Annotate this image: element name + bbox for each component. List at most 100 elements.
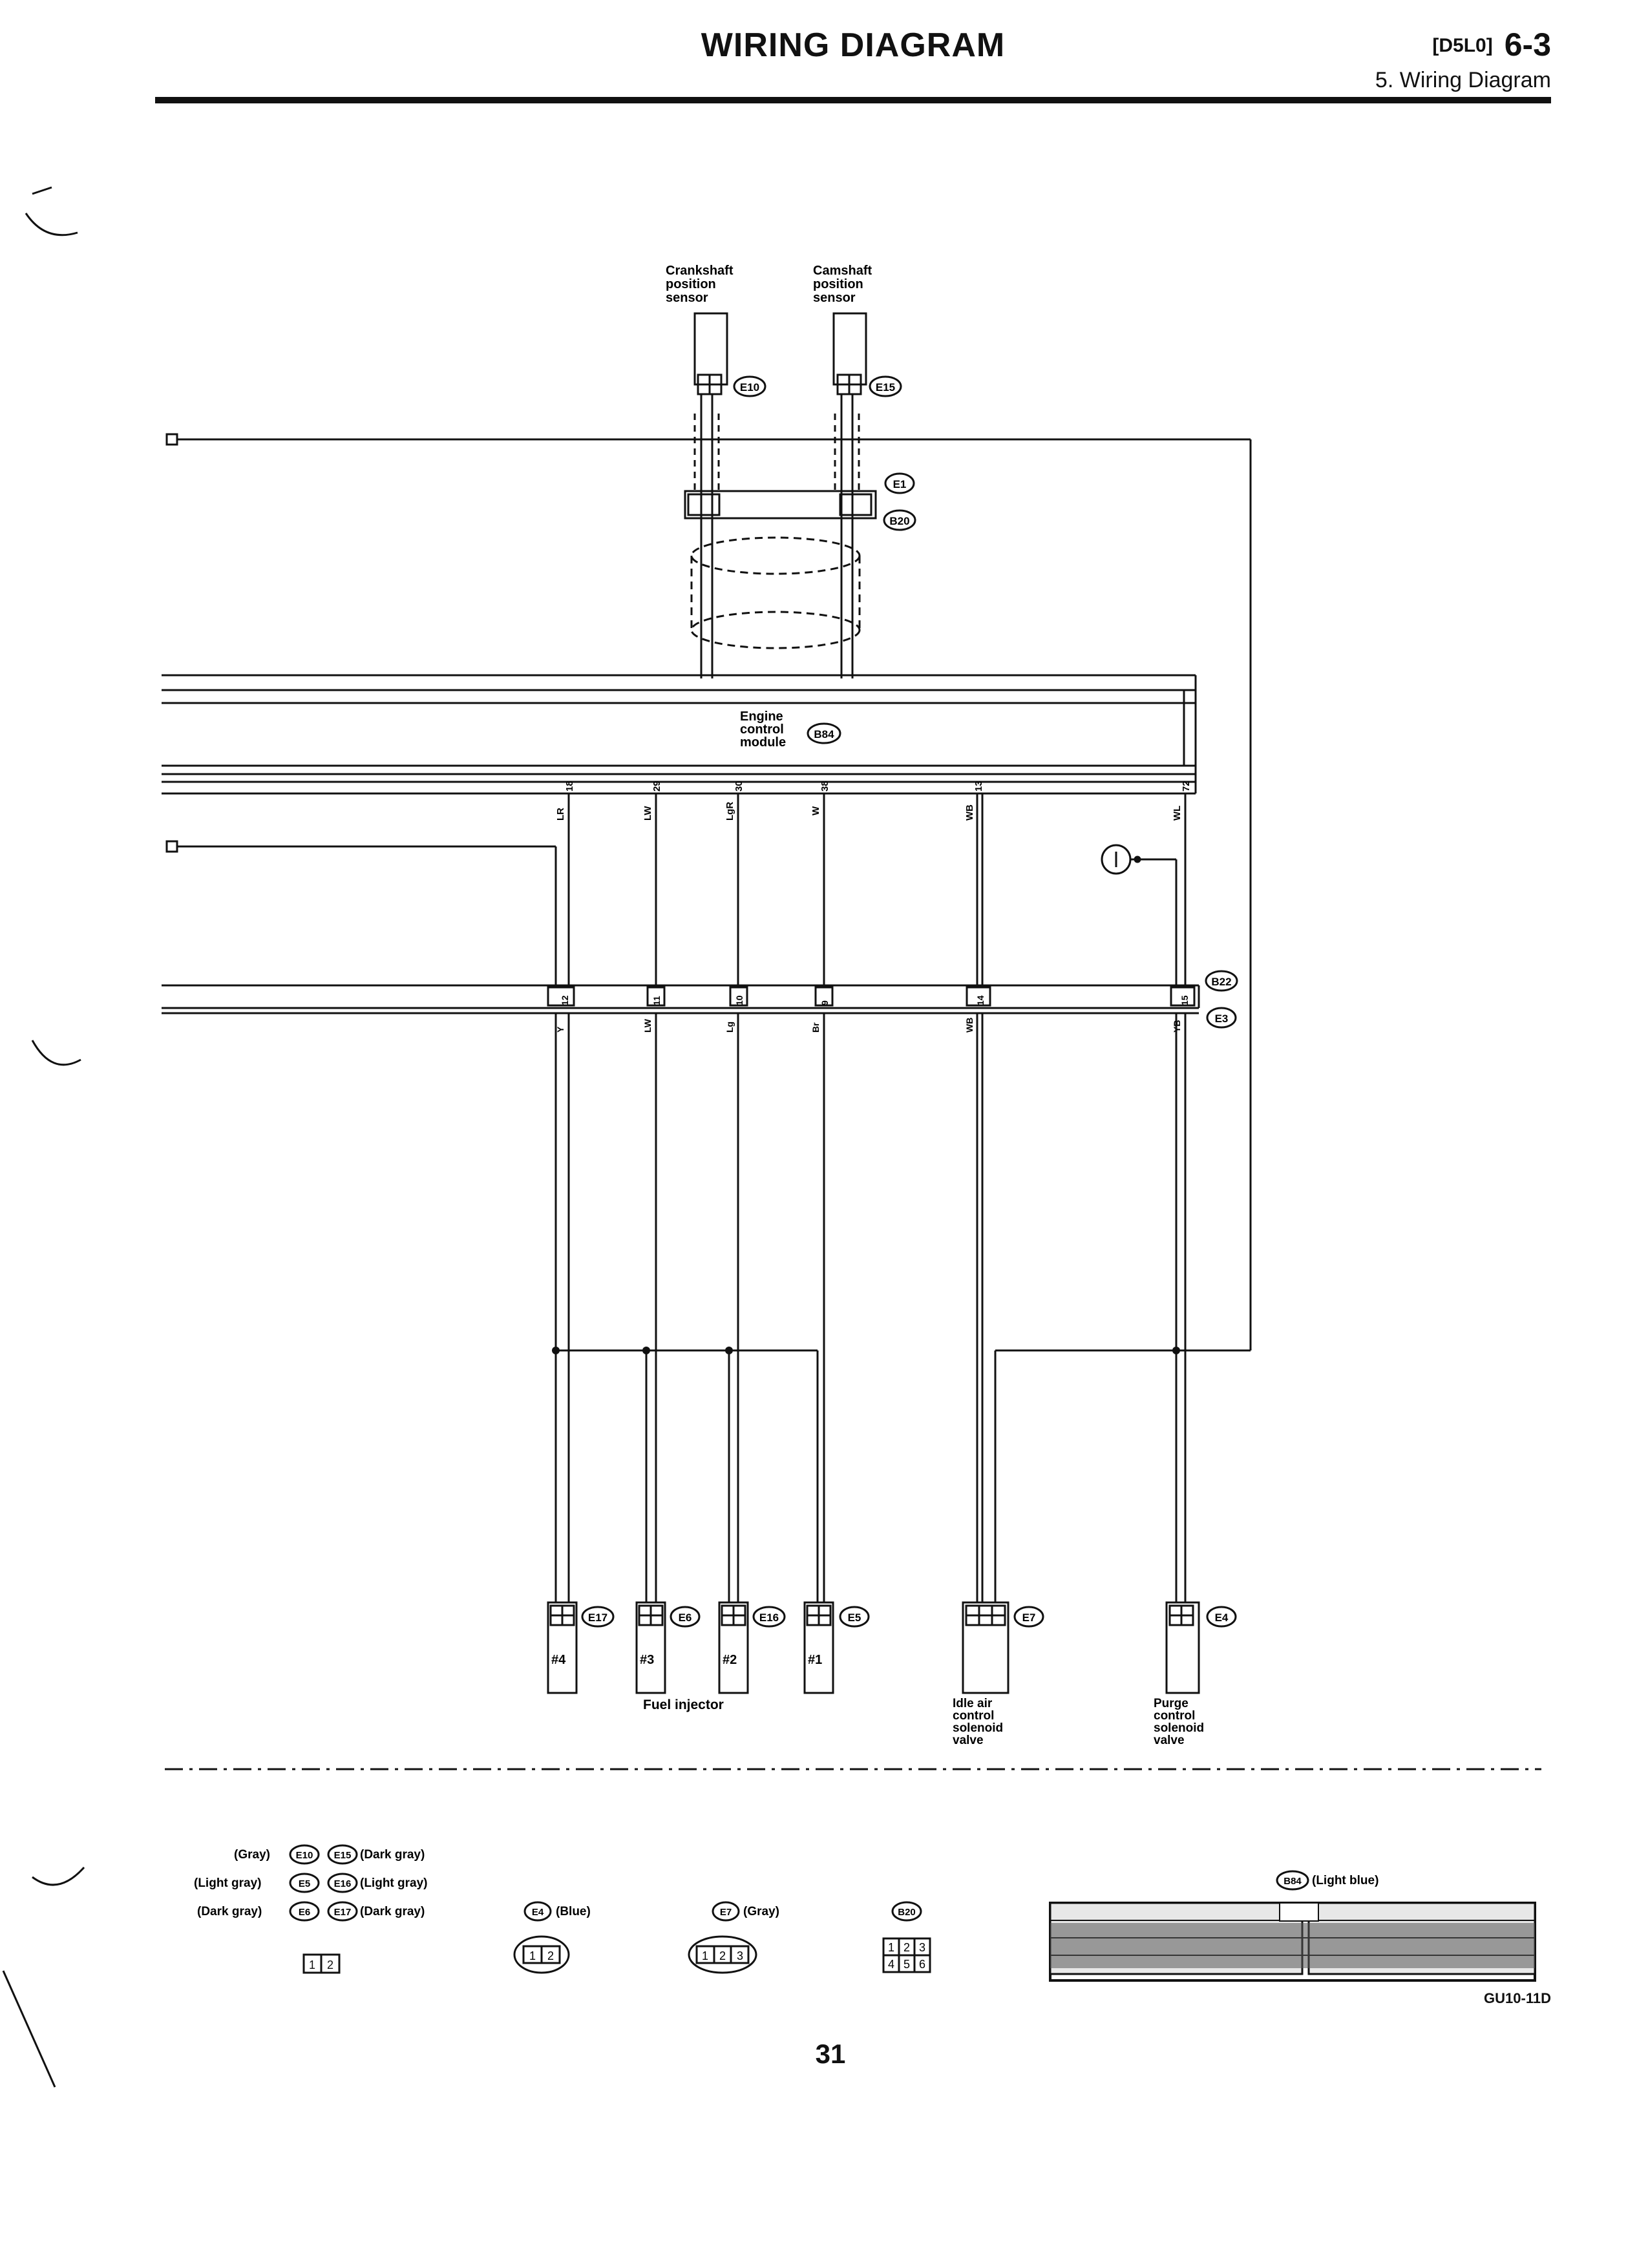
svg-text:4: 4 [888,1958,894,1971]
svg-text:E6: E6 [299,1907,310,1918]
wire-color: Br [810,1022,821,1033]
harness-pin: 11 [651,996,662,1005]
svg-text:1: 1 [529,1949,536,1962]
top-return-wire [165,433,1252,1352]
connector-face-e7: E7 (Gray) 1 2 3 [688,1901,779,1974]
legend-dark-gray: (Dark gray) [360,1848,425,1862]
crankshaft-sensor [693,312,728,395]
legend-colors: (Gray) E10 E15 (Dark gray) (Light gray) … [194,1844,428,1922]
wire-color: WB [964,804,975,821]
wire-color: LgR [724,802,735,821]
svg-text:5: 5 [903,1958,910,1971]
injector-label: #3 [640,1653,654,1667]
svg-text:E6: E6 [679,1612,692,1624]
svg-text:3: 3 [737,1949,743,1962]
ecm-output-wires [567,793,1187,985]
svg-text:E4: E4 [1215,1612,1229,1624]
ecm-pin-labels: 18 29 30 38 13 72 LR LW LgR W WB WL [555,781,1192,821]
section-number: 6-3 [1504,26,1551,63]
wire-color: LW [642,1018,653,1033]
section-code-label: [D5L0] [1432,35,1493,56]
actuator-wires [555,1013,1187,1602]
injector-4 [547,1601,578,1694]
legend-light-gray-2: (Light gray) [360,1876,428,1890]
header-rule [155,97,1551,103]
legend-dark-gray-2: (Dark gray) [197,1905,262,1918]
junction-dots [552,1347,1180,1354]
svg-text:E1: E1 [893,478,907,490]
injector-label: #2 [723,1653,737,1667]
svg-text:B84: B84 [814,728,834,740]
idle-air-valve [962,1601,1009,1694]
svg-text:2: 2 [719,1949,726,1962]
svg-text:1: 1 [888,1941,894,1954]
svg-text:2: 2 [547,1949,554,1962]
connector-face-b84: B84 (Light blue) [1049,1870,1536,1982]
svg-text:E10: E10 [296,1850,313,1861]
svg-text:E5: E5 [299,1878,310,1889]
ground-symbol-icon [1101,844,1178,985]
connector-face-b20: B20 1 2 3 4 5 6 [882,1901,931,1973]
connector-e10: E10 [733,375,766,397]
legend-light-gray: (Light gray) [194,1876,262,1890]
ecm-pin: 30 [734,781,745,792]
ecm-pin: 29 [651,781,662,792]
connector-e7: E7 [1013,1606,1044,1628]
svg-text:2: 2 [327,1958,333,1971]
svg-text:3: 3 [919,1941,925,1954]
svg-text:E16: E16 [759,1612,779,1624]
connector-e6: E6 [670,1606,701,1628]
connector-b84: B84 [807,722,841,744]
harness-pin: 10 [734,995,745,1005]
legend-gray-2: (Gray) [743,1905,779,1918]
camshaft-sensor [832,312,867,395]
legend-dark-gray-3: (Dark gray) [360,1905,425,1918]
harness-pin: 15 [1179,995,1190,1005]
section-subtitle: 5. Wiring Diagram [1375,68,1551,92]
harness-pin-labels: 12 11 10 9 14 15 Y LW Lg Br WB YB [555,995,1190,1033]
wire-color: Y [555,1026,565,1033]
connector-e5: E5 [839,1606,870,1628]
harness-pin: 12 [560,995,570,1005]
svg-text:E17: E17 [334,1907,352,1918]
harness-connector-b22-e3 [162,984,1200,1014]
wire-color: WL [1172,806,1183,821]
fuel-injector-label: Fuel injector [643,1697,724,1712]
connector-e15: E15 [869,375,902,397]
wire-color: LW [642,806,653,821]
connector-b22: B22 [1205,970,1238,992]
scan-margin-marks [2,186,85,2088]
svg-text:B20: B20 [889,515,909,527]
svg-text:E10: E10 [740,381,759,394]
ecm-block [162,674,1197,795]
svg-text:E17: E17 [588,1612,607,1624]
injector-2 [718,1601,749,1694]
svg-text:E15: E15 [876,381,895,394]
wire-color: Lg [724,1022,735,1033]
svg-text:1: 1 [309,1958,315,1971]
connector-face-2pin: 1 2 [302,1953,341,1974]
svg-text:E5: E5 [848,1612,861,1624]
page-title: WIRING DIAGRAM [701,26,1006,64]
svg-text:B22: B22 [1211,976,1231,988]
harness-pin: 14 [975,995,986,1005]
connector-e1: E1 [884,472,915,494]
figure-code: GU10-11D [1484,1990,1551,2006]
ecm-pin: 13 [973,781,984,792]
svg-text:E4: E4 [532,1907,544,1918]
section-code: [D5L0] 6-3 [1432,26,1551,63]
wire-color: LR [555,808,566,821]
sensor-wires [690,394,861,678]
ecm-pin: 38 [819,781,830,792]
connector-face-e4: E4 (Blue) 1 2 [513,1901,591,1974]
legend-gray: (Gray) [234,1848,270,1862]
injector-3 [635,1601,666,1694]
injector-label: #1 [808,1653,822,1667]
legend-blue: (Blue) [556,1905,591,1918]
svg-text:E7: E7 [720,1907,732,1918]
